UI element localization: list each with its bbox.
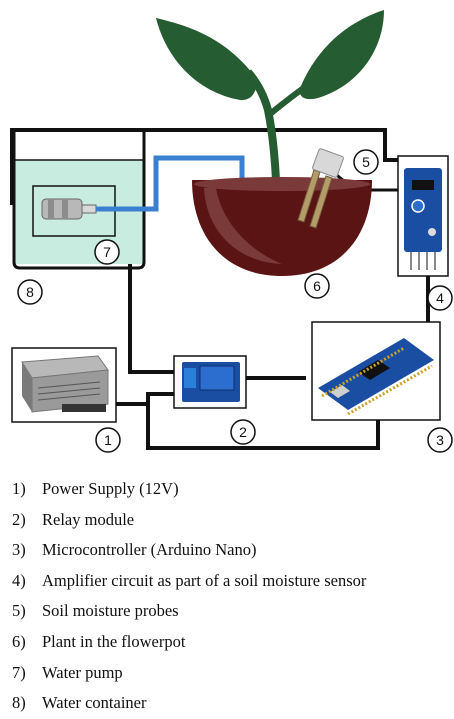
marker-6: 6 [304,273,330,299]
marker-4-label: 4 [436,290,444,306]
power-supply-vent [37,381,101,389]
legend-item: 8) Water container [12,688,454,719]
container-walls [12,130,146,270]
marker-4: 4 [427,285,453,311]
amplifier-potentiometer [411,199,425,213]
marker-5: 5 [353,149,379,175]
legend-item-text: Water container [42,693,147,713]
flowerpot-highlight [204,188,282,264]
amplifier-circuit [397,155,449,277]
amplifier-pins [410,252,412,270]
plant-leaf-right [299,10,384,100]
legend-item: 2) Relay module [12,505,454,536]
legend-item: 1) Power Supply (12V) [12,474,454,505]
component-legend: 1) Power Supply (12V) 2) Relay module 3) Mi… [12,474,454,719]
legend-item-number: 6) [12,631,26,651]
arduino-usb [330,385,350,398]
arduino-nano [311,321,441,421]
relay-coil [199,365,235,391]
wire-top-cable [10,128,416,205]
power-supply [11,347,117,423]
pump-band [48,199,54,219]
power-supply-vent [37,387,101,395]
marker-7-label: 7 [103,244,111,260]
plant-flowerpot [156,10,384,276]
amplifier-chip [412,180,434,190]
legend-item-number: 5) [12,601,26,621]
amplifier-pins [418,252,420,270]
amplifier-led [428,228,436,236]
irrigation-system-diagram: 1 2 3 4 5 6 7 8 [10,10,453,453]
power-supply-vent [37,393,101,401]
water-tube [96,155,245,212]
legend-item-text: Amplifier circuit as part of a soil mois… [42,570,367,590]
legend-item-text: Plant in the flowerpot [42,631,186,651]
probe-prong [309,175,333,229]
legend-item: 6) Plant in the flowerpot [12,627,454,658]
marker-8: 8 [17,279,43,305]
amplifier-pins [426,252,428,270]
marker-2: 2 [230,419,256,445]
marker-5-label: 5 [362,154,370,170]
marker-1-label: 1 [104,432,112,448]
power-supply-side [22,362,32,412]
legend-item-number: 1) [12,479,26,498]
power-supply-terminals [62,404,106,412]
marker-1: 1 [95,427,121,453]
legend-item: 7) Water pump [12,658,454,689]
arduino-chip [358,360,390,380]
legend-item-number: 8) [12,693,26,713]
legend-item-number: 4) [12,570,26,590]
marker-6-label: 6 [313,278,321,294]
probe-head [312,148,344,178]
marker-7: 7 [94,239,120,265]
legend-item-text: Soil moisture probes [42,601,179,621]
wire-power-to-arduino [146,404,380,450]
marker-3: 3 [427,427,453,453]
wire-power-to-relay [114,392,176,406]
soil [194,177,370,191]
amplifier-pins [434,252,436,270]
flowerpot [192,180,372,276]
legend-item-text: Relay module [42,509,135,529]
legend-item-text: Microcontroller (Arduino Nano) [42,540,257,560]
marker-2-label: 2 [239,424,247,440]
legend-item-text: Water pump [42,662,123,682]
legend-item: 4) Amplifier circuit as part of a soil mo… [12,566,454,597]
relay-terminal [184,368,196,388]
marker-3-label: 3 [436,432,444,448]
pump-outlet [81,204,97,214]
legend-item-text: Power Supply (12V) [42,479,179,498]
legend-item: 5) Soil moisture probes [12,596,454,627]
soil-moisture-probes [297,148,344,229]
arduino-pin-header [347,364,433,416]
legend-item-number: 7) [12,662,26,682]
legend-item: 3) Microcontroller (Arduino Nano) [12,535,454,566]
pump-band [62,199,68,219]
legend-item-number: 3) [12,540,26,560]
plant-leaf-left [156,18,257,101]
marker-8-label: 8 [26,284,34,300]
legend-item-number: 2) [12,509,26,529]
relay-module [173,355,247,409]
